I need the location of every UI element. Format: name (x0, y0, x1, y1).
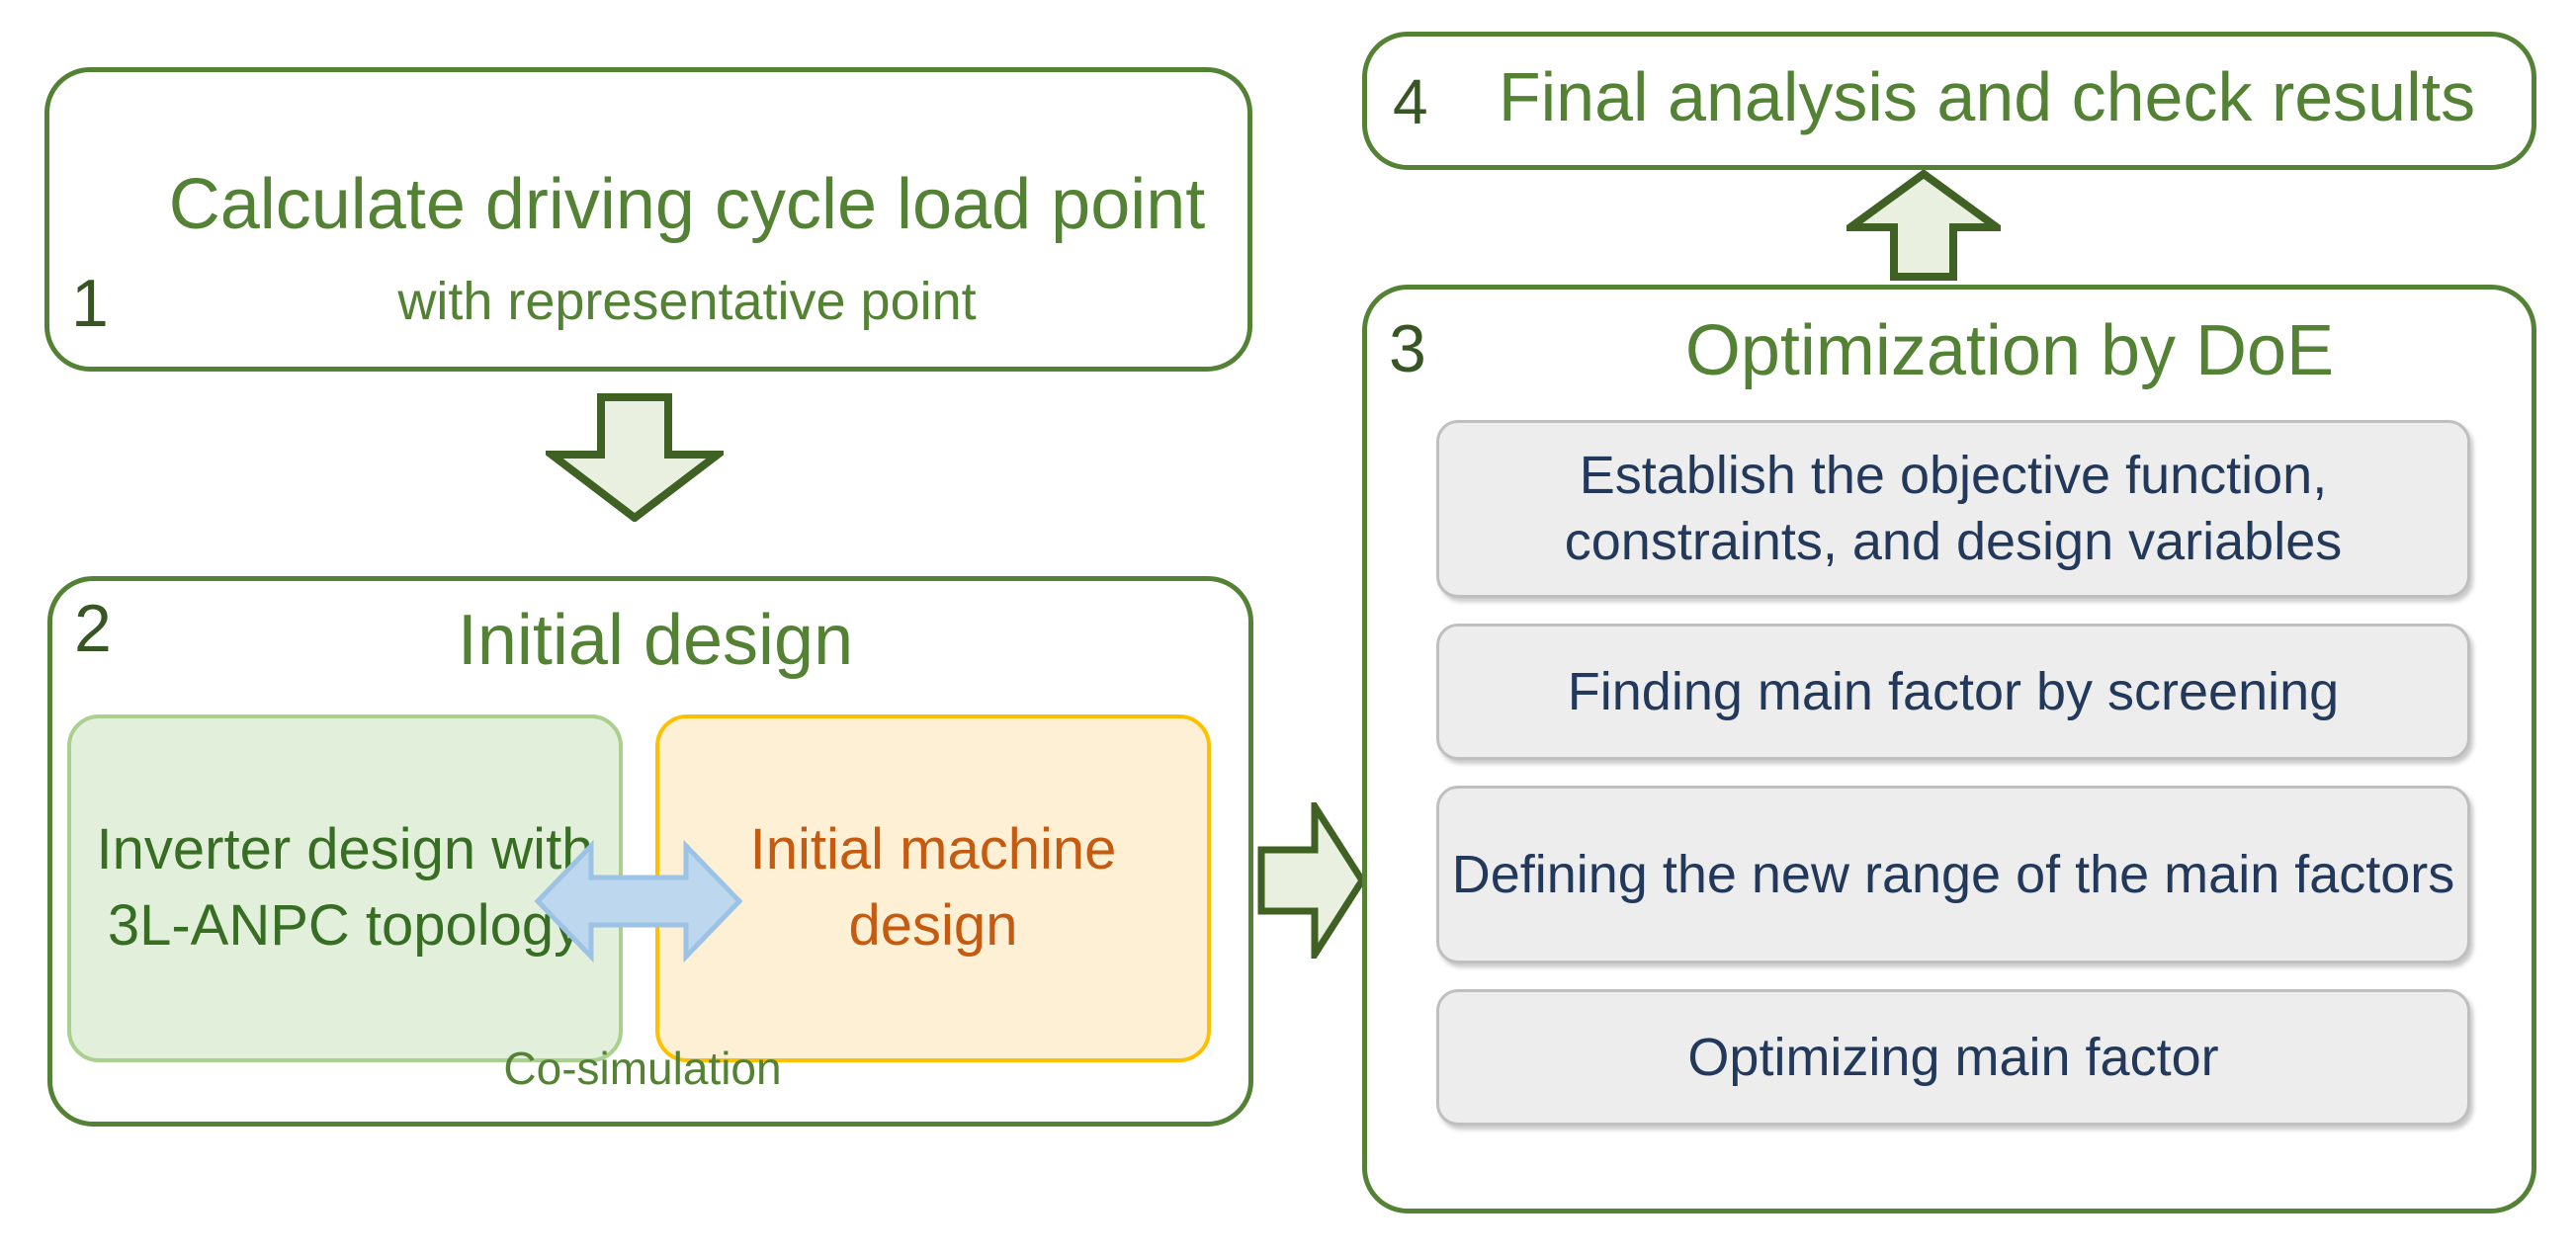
doe-step-list: Establish the objective function, constr… (1436, 420, 2470, 1151)
doe-step-item[interactable]: Optimizing main factor (1436, 989, 2470, 1126)
step-1-subtitle: with representative point (397, 272, 977, 331)
doe-step-label: Defining the new range of the main facto… (1451, 844, 2455, 904)
step-2-title: Initial design (457, 601, 854, 680)
doe-step-label: Optimizing main factor (1687, 1027, 2219, 1087)
step-3-title: Optimization by DoE (1684, 311, 2335, 390)
arrow-left-right-icon (534, 840, 743, 962)
arrow-down-icon (546, 393, 724, 522)
step-1-title: Calculate driving cycle load point (168, 165, 1206, 244)
arrow-right-icon (1257, 802, 1366, 959)
step-3-box: 3 Optimization by DoE Establish the obje… (1362, 285, 2536, 1213)
inverter-design-label: Inverter design with 3L-ANPC topology (96, 817, 594, 958)
doe-step-label: Establish the objective function, constr… (1564, 446, 2343, 571)
step-2-number: 2 (74, 591, 112, 666)
initial-machine-design-box: Initial machine design (655, 714, 1211, 1062)
co-simulation-label: Co-simulation (503, 1043, 782, 1094)
step-4-title: Final analysis and check results (1498, 58, 2476, 135)
doe-step-item[interactable]: Defining the new range of the main facto… (1436, 786, 2470, 963)
step-4-number: 4 (1393, 66, 1428, 137)
step-1-box: 1 Calculate driving cycle load point wit… (44, 67, 1252, 372)
doe-step-item[interactable]: Finding main factor by screening (1436, 624, 2470, 760)
step-3-number: 3 (1389, 311, 1426, 386)
arrow-up-icon (1846, 170, 2001, 281)
step-4-box: 4 Final analysis and check results (1362, 32, 2536, 170)
doe-step-label: Finding main factor by screening (1567, 661, 2340, 721)
doe-step-item[interactable]: Establish the objective function, constr… (1436, 420, 2470, 598)
step-1-number: 1 (71, 266, 109, 341)
initial-machine-design-label: Initial machine design (749, 817, 1117, 958)
